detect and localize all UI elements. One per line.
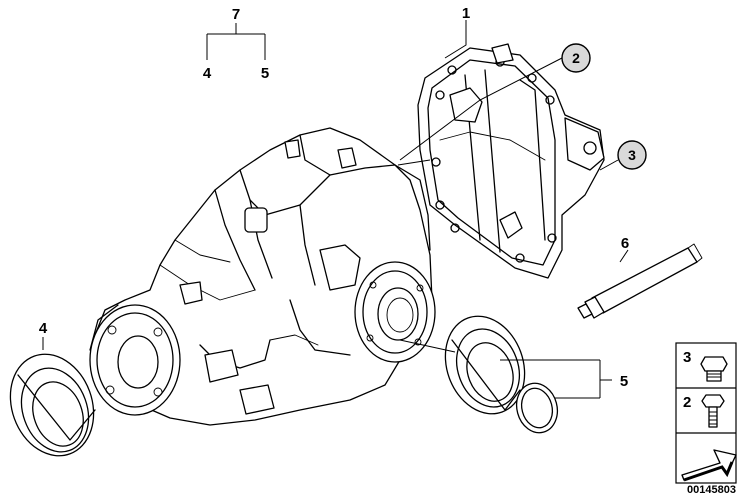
callout-5: 5 bbox=[620, 373, 628, 390]
callout-2: 2 bbox=[572, 50, 580, 66]
callout-7: 7 bbox=[232, 6, 240, 23]
part-number: 00145803 bbox=[687, 484, 736, 496]
o-ring bbox=[515, 382, 559, 434]
callout-4: 4 bbox=[39, 320, 48, 337]
right-shaft-seal bbox=[444, 315, 526, 415]
leader-lines bbox=[42, 20, 629, 399]
differential-housing bbox=[89, 127, 436, 426]
legend-label-3: 3 bbox=[683, 349, 691, 366]
callout-3: 3 bbox=[628, 147, 636, 163]
callout-5-top: 5 bbox=[261, 65, 269, 82]
callout-1: 1 bbox=[462, 5, 470, 22]
legend-label-2: 2 bbox=[683, 394, 691, 411]
callout-6: 6 bbox=[621, 235, 629, 252]
left-shaft-seal bbox=[9, 353, 96, 457]
hex-bolt-icon bbox=[701, 394, 725, 428]
callouts: 7 4 5 1 2 3 6 4 5 bbox=[39, 5, 647, 390]
callout-3-circle bbox=[617, 140, 647, 170]
arrow-icon bbox=[681, 449, 737, 482]
rear-cover bbox=[417, 43, 605, 279]
callout-4-top: 4 bbox=[203, 65, 212, 82]
legend-box: 3 2 bbox=[675, 342, 737, 484]
screw-plug-icon bbox=[700, 356, 728, 382]
sealant-tube bbox=[577, 243, 703, 319]
callout-2-circle bbox=[561, 43, 591, 73]
